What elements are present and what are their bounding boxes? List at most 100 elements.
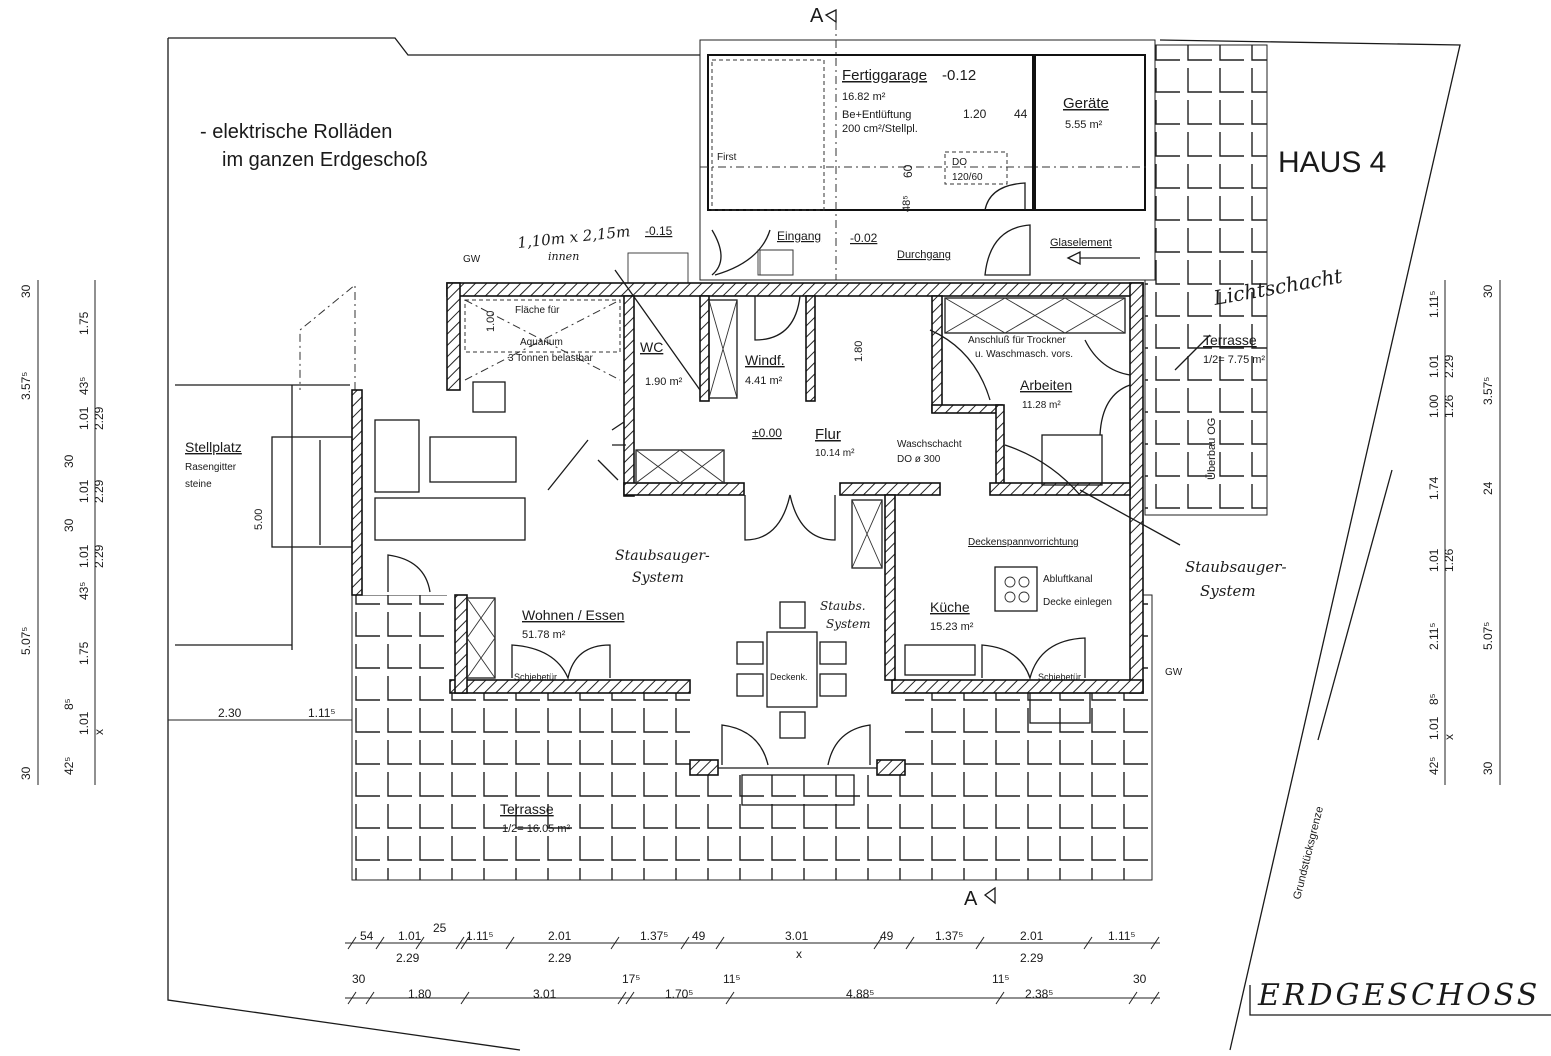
dimension-label: 1.26 [1442, 394, 1456, 418]
dimension-tick [975, 936, 985, 950]
dimension-label: 42⁵ [62, 757, 76, 775]
dimension-tick [460, 936, 470, 950]
dimension-label: 1.01 [77, 544, 91, 568]
svg-text:GW: GW [1165, 667, 1183, 678]
dimension-tick [1150, 991, 1160, 1005]
dimension-label: 3.57⁵ [1481, 377, 1495, 405]
room-labels: Fläche für Aquarium 3 Tonnen belastbar 1… [185, 305, 1265, 835]
dimension-label: 1.01 [1427, 716, 1441, 740]
dimension-label: 3.57⁵ [19, 372, 33, 400]
svg-text:Rasengitter: Rasengitter [185, 462, 237, 473]
svg-text:A: A [964, 888, 978, 910]
dimension-label: 24 [1481, 481, 1495, 495]
dimension-label: 1.01 [1427, 354, 1441, 378]
dimension-label: 43⁵ [77, 582, 91, 600]
site-boundary [167, 37, 1461, 1051]
svg-text:1,10m x 2,15m: 1,10m x 2,15m [517, 222, 632, 252]
note-shutters-2: im ganzen Erdgeschoß [222, 149, 428, 171]
dimension-label: 1.01 [1427, 548, 1441, 572]
dimension-label: 1.11⁵ [1427, 291, 1441, 318]
dimension-label: 2.29 [92, 544, 106, 568]
dimension-label: 2.29 [1442, 354, 1456, 378]
dimension-label: 1.80 [408, 987, 432, 1001]
svg-text:Aquarium: Aquarium [520, 337, 563, 348]
room-terrasse-east: Terrasse [1203, 332, 1257, 348]
dimension-label: 2.01 [1020, 929, 1044, 943]
house-number: HAUS 4 [1278, 146, 1386, 179]
svg-text:A: A [810, 5, 824, 27]
dimension-tick [375, 936, 385, 950]
dimension-label: 2.11⁵ [1427, 623, 1441, 650]
dimension-tick [1150, 936, 1160, 950]
dimension-label: 5.07⁵ [1481, 622, 1495, 650]
dimension-label: 30 [1481, 761, 1495, 775]
svg-text:48⁵: 48⁵ [901, 195, 913, 212]
svg-text:steine: steine [185, 479, 212, 490]
svg-text:Be+Entlüftung: Be+Entlüftung [842, 109, 911, 121]
dimension-tick [1083, 936, 1093, 950]
room-wc: WC [640, 339, 663, 355]
svg-text:±0.00: ±0.00 [752, 426, 782, 440]
svg-text:5.00: 5.00 [253, 509, 265, 530]
dimension-label: 1.01 [398, 929, 422, 943]
dimension-tick [625, 991, 635, 1005]
dimension-label: 17⁵ [622, 972, 640, 986]
dimension-label: 1.01 [77, 479, 91, 503]
svg-text:Durchgang: Durchgang [897, 249, 951, 261]
dimension-label: 8⁵ [62, 698, 76, 710]
dimension-tick [1128, 991, 1138, 1005]
dimension-label: 2.29 [396, 951, 420, 965]
dimension-tick [680, 936, 690, 950]
dimension-label: 25 [433, 921, 447, 935]
dimension-label: 1.26 [1442, 548, 1456, 572]
garage-labels: Fertiggarage -0.12 16.82 m² Be+Entlüftun… [463, 67, 1183, 678]
dimension-label: 1.01 [77, 406, 91, 430]
dimension-label: 11⁵ [723, 972, 740, 986]
svg-text:System: System [826, 617, 870, 631]
svg-text:Fläche für: Fläche für [515, 305, 560, 316]
dimension-label: 2.01 [548, 929, 572, 943]
dimension-tick [455, 936, 465, 950]
dimension-label: 2.29 [548, 951, 572, 965]
svg-text:Fertiggarage: Fertiggarage [842, 67, 927, 84]
svg-text:4.41 m²: 4.41 m² [745, 375, 783, 387]
dimension-tick [505, 936, 515, 950]
svg-text:1/2= 16.05 m²: 1/2= 16.05 m² [502, 823, 571, 835]
svg-text:Anschluß für Trockner: Anschluß für Trockner [968, 335, 1066, 346]
svg-text:Staubsauger-: Staubsauger- [615, 548, 710, 564]
svg-text:Decke einlegen: Decke einlegen [1043, 597, 1112, 608]
dimension-label: 1.75 [77, 641, 91, 665]
svg-text:Waschschacht: Waschschacht [897, 439, 962, 450]
dimension-label: 2.29 [92, 479, 106, 503]
room-terrasse-south: Terrasse [500, 801, 554, 817]
svg-text:Überbau OG: Überbau OG [1206, 418, 1218, 480]
dimension-label: 30 [62, 454, 76, 468]
dimension-label: 30 [19, 766, 33, 780]
floor-title: ERDGESCHOSS [1257, 978, 1540, 1013]
terrace-east-tiles [1144, 44, 1268, 516]
svg-text:Eingang: Eingang [777, 229, 821, 243]
dimension-label: 30 [19, 284, 33, 298]
dimension-label: 43⁵ [77, 377, 91, 395]
dimension-tick [905, 936, 915, 950]
svg-text:1.00: 1.00 [485, 311, 497, 332]
dimension-label: 30 [352, 972, 366, 986]
dimension-label: 8⁵ [1427, 693, 1441, 705]
svg-text:5.55 m²: 5.55 m² [1065, 119, 1103, 131]
svg-text:1.11⁵: 1.11⁵ [308, 706, 335, 720]
dimension-tick [725, 991, 735, 1005]
svg-text:Schiebetür: Schiebetür [514, 672, 557, 682]
dimension-label: 3.01 [533, 987, 557, 1001]
dimension-tick [617, 991, 627, 1005]
dimension-label: 5.07⁵ [19, 627, 33, 655]
svg-text:u. Waschmasch. vors.: u. Waschmasch. vors. [975, 349, 1073, 360]
room-arbeiten: Arbeiten [1020, 377, 1072, 393]
section-marker-top: A [810, 5, 837, 40]
svg-text:Glaselement: Glaselement [1050, 237, 1112, 249]
dimension-tick [415, 936, 425, 950]
dimension-tick [610, 936, 620, 950]
svg-text:1/2= 7.75 m²: 1/2= 7.75 m² [1203, 354, 1265, 366]
dimension-label: 54 [360, 929, 374, 943]
